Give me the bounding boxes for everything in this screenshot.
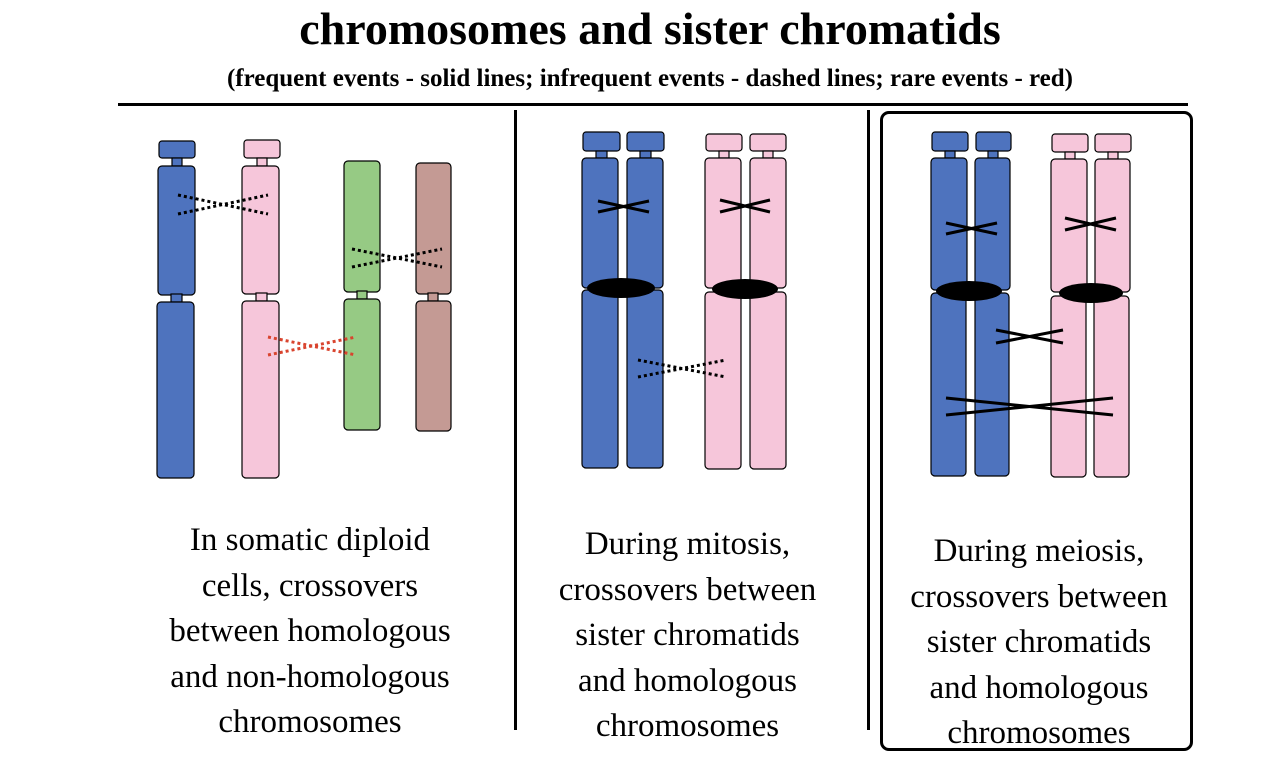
- centromere-blue: [936, 281, 1002, 301]
- chromatid-pink-right: [1093, 133, 1132, 478]
- chromatid-blue-left: [581, 131, 621, 469]
- chromatid-pink-left: [1050, 133, 1089, 478]
- crossover-solid-sister-blue: [945, 221, 998, 236]
- chromosome-pink: [241, 139, 281, 479]
- page-title: chromosomes and sister chromatids: [299, 3, 1001, 54]
- panel-mitosis-diagram: [581, 131, 787, 470]
- chromatid-blue-right: [974, 131, 1012, 477]
- caption-line: sister chromatids: [575, 617, 800, 653]
- caption-line: chromosomes: [595, 708, 780, 744]
- crossover-solid-sister-pink: [1064, 216, 1117, 232]
- crossover-rare-red: [267, 335, 357, 357]
- chromatid-pink-left: [704, 133, 743, 470]
- centromere-blue: [587, 278, 655, 298]
- caption-line: During mitosis,: [584, 526, 791, 562]
- crossover-solid-sister-blue: [597, 199, 650, 214]
- chromosome-green: [343, 160, 381, 431]
- caption-line: cells, crossovers: [201, 567, 419, 604]
- caption-line: crossovers between: [910, 578, 1168, 615]
- chromatid-blue-left: [930, 131, 969, 477]
- panel-divider-right: [867, 110, 870, 730]
- chromosome-blue: [156, 140, 196, 479]
- caption-line: chromosomes: [218, 704, 402, 740]
- panel-mitosis-caption: During mitosis, crossovers between siste…: [515, 522, 860, 750]
- chromatid-pink-right: [749, 133, 787, 470]
- panel-somatic-caption: In somatic diploid cells, crossovers bet…: [120, 518, 500, 746]
- crossover-solid-sister-pink: [719, 198, 771, 214]
- crossover-solid-homologous-lower: [945, 396, 1114, 417]
- caption-line: and homologous: [929, 669, 1149, 706]
- centromere-pink: [712, 279, 778, 299]
- page-subtitle: (frequent events - solid lines; infreque…: [226, 65, 1073, 92]
- panel-somatic-diagram: [156, 139, 452, 479]
- caption-line: and non-homologous: [170, 658, 450, 695]
- chromosome-brown: [415, 162, 452, 432]
- caption-line: sister chromatids: [926, 624, 1152, 660]
- caption-line: between homologous: [169, 613, 451, 649]
- caption-line: During meiosis,: [933, 533, 1145, 569]
- title-underline: [118, 103, 1188, 106]
- caption-line: and homologous: [577, 662, 798, 699]
- panel-meiosis-caption: During meiosis, crossovers between siste…: [883, 529, 1195, 757]
- panel-divider-left: [514, 110, 517, 730]
- crossover-dashed-homologous: [637, 358, 727, 379]
- caption-line: In somatic diploid: [189, 522, 431, 558]
- chromatid-blue-right: [626, 131, 665, 469]
- crossover-solid-homologous-upper: [995, 328, 1064, 345]
- panel-meiosis-diagram: [930, 131, 1132, 478]
- caption-line: chromosomes: [947, 715, 1131, 751]
- centromere-pink: [1059, 283, 1123, 303]
- caption-line: crossovers between: [558, 571, 817, 608]
- chromosome-diagram: [156, 131, 1132, 479]
